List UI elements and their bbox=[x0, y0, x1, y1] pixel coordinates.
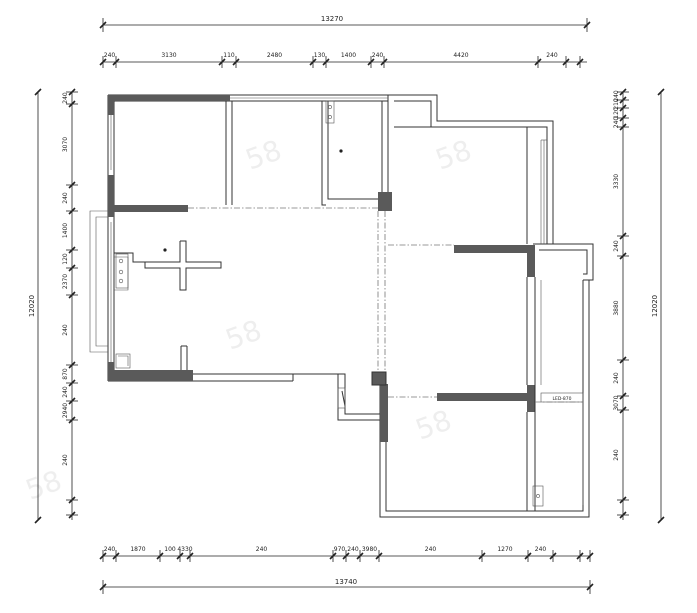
bottom-dimension-label: 240 bbox=[425, 546, 437, 553]
watermark: 58 58 58 58 58 bbox=[21, 133, 476, 506]
bottom-dimension-label: 3980 bbox=[362, 546, 377, 553]
dash-dot-reference-lines bbox=[188, 207, 583, 403]
bottom-dimension-label: 240 bbox=[256, 546, 268, 553]
top-dimension-label: 240 bbox=[372, 52, 384, 59]
top-dimension-label: 4420 bbox=[453, 52, 468, 59]
exterior-walls bbox=[89, 94, 594, 518]
bottom-dimension-label: 4330 bbox=[177, 546, 192, 553]
svg-text:58: 58 bbox=[241, 133, 286, 176]
right-dimension-label: 210 bbox=[613, 98, 620, 110]
top-dimension-label: 110 bbox=[223, 52, 235, 59]
left-dimension-label: 240 bbox=[62, 324, 69, 336]
left-dimension-label: 240 bbox=[62, 454, 69, 466]
right-dimension-label: 240 bbox=[613, 449, 620, 461]
bottom-dimension-label: 240 bbox=[104, 546, 116, 553]
left-total-dimension: 12020 bbox=[28, 88, 42, 524]
svg-text:58: 58 bbox=[221, 313, 266, 356]
svg-text:58: 58 bbox=[21, 463, 66, 506]
left-dimension-label: 3070 bbox=[62, 137, 69, 152]
top-dimension-label: 2480 bbox=[267, 52, 282, 59]
bottom-dimension-label: 100 bbox=[164, 546, 176, 553]
right-dimension-label: 240 bbox=[613, 90, 620, 102]
left-dimension-label: 1400 bbox=[62, 223, 69, 238]
bottom-total-dimension: 13740 bbox=[99, 578, 594, 594]
right-dimension-label: 3330 bbox=[613, 174, 620, 189]
right-dimension-label: 120 bbox=[613, 107, 620, 119]
left-dimension-label: 2940 bbox=[62, 403, 69, 418]
left-dimension-label: 240 bbox=[62, 386, 69, 398]
right-dimension-label: 3880 bbox=[613, 300, 620, 315]
right-dimension-label: 3070 bbox=[613, 395, 620, 410]
right-total-dimension: 12020 bbox=[651, 88, 665, 524]
bottom-total-label: 13740 bbox=[335, 578, 357, 586]
room-tag: LED-870 bbox=[552, 396, 571, 402]
solid-wall-segments bbox=[108, 95, 535, 442]
bottom-dimension-label: 1270 bbox=[497, 546, 512, 553]
right-dimension-label: 240 bbox=[613, 117, 620, 129]
interior-walls: LED-870 bbox=[114, 100, 584, 511]
left-dimension-label: 240 bbox=[62, 92, 69, 104]
svg-text:58: 58 bbox=[411, 403, 456, 446]
top-total-dimension: 13270 bbox=[99, 15, 591, 32]
bottom-dimension-label: 1870 bbox=[130, 546, 145, 553]
left-total-label: 12020 bbox=[28, 295, 36, 317]
left-dimension-label: 240 bbox=[62, 192, 69, 204]
bottom-dimension-label: 240 bbox=[347, 546, 359, 553]
svg-text:58: 58 bbox=[431, 133, 476, 176]
top-dimension-label: 240 bbox=[546, 52, 558, 59]
bottom-dimension-label: 970 bbox=[334, 546, 346, 553]
top-dimension-label: 3130 bbox=[161, 52, 176, 59]
right-total-label: 12020 bbox=[651, 295, 659, 317]
bottom-dimension-label: 240 bbox=[535, 546, 547, 553]
top-dimension-label: 240 bbox=[104, 52, 116, 59]
left-dimension-label: 2370 bbox=[62, 274, 69, 289]
left-dimension-label: 870 bbox=[62, 368, 69, 380]
top-dimension-label: 1400 bbox=[341, 52, 356, 59]
right-dimension-label: 240 bbox=[613, 240, 620, 252]
left-dimension-label: 120 bbox=[62, 253, 69, 265]
right-dimension-label: 240 bbox=[613, 372, 620, 384]
top-dimension-label: 130 bbox=[314, 52, 326, 59]
top-total-label: 13270 bbox=[321, 15, 343, 23]
left-segment-dimension: 240 3070 240 1400 120 2370 240 870 240 2940 240 bbox=[62, 88, 78, 520]
top-segment-dimension: 240 3130 110 2480 130 1400 240 4420 240 bbox=[99, 52, 587, 68]
